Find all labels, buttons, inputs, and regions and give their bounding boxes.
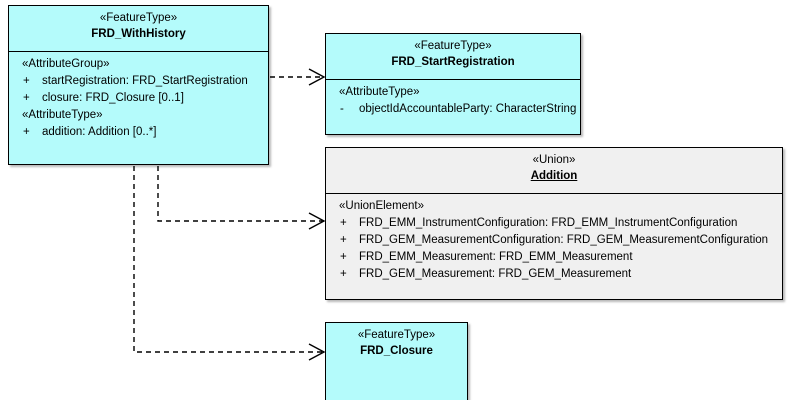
connector-line [157, 166, 324, 222]
attribute-text: startRegistration: FRD_StartRegistration [42, 75, 248, 87]
attribute-group-label: «AttributeGroup» [22, 58, 110, 70]
attribute-text: FRD_EMM_Measurement: FRD_EMM_Measurement [359, 251, 633, 263]
connector-withhistory-to-closure[interactable] [133, 166, 326, 361]
stereotype-label: «FeatureType» [357, 329, 436, 341]
class-body-frd-withhistory: «AttributeGroup» + startRegistration: FR… [9, 52, 268, 164]
connector-withhistory-to-addition[interactable] [157, 166, 326, 230]
visibility-marker: - [340, 103, 344, 115]
attribute-group-label: «AttributeType» [339, 86, 420, 98]
attribute-row[interactable]: + startRegistration: FRD_StartRegistrati… [9, 73, 268, 90]
class-box-frd-startregistration[interactable]: «FeatureType» FRD_StartRegistration «Att… [325, 33, 581, 135]
stereotype-label: «FeatureType» [99, 12, 178, 24]
attribute-row[interactable]: + FRD_EMM_InstrumentConfiguration: FRD_E… [326, 215, 782, 232]
stereotype-label: «Union» [532, 154, 576, 166]
class-name-label: FRD_Closure [360, 345, 433, 357]
visibility-marker: + [340, 217, 347, 229]
attribute-group-label: «AttributeType» [22, 109, 103, 121]
connector-line [133, 166, 324, 353]
attribute-text: objectIdAccountableParty: CharacterStrin… [359, 103, 577, 115]
class-box-addition[interactable]: «Union» Addition «UnionElement» + FRD_EM… [325, 147, 783, 300]
visibility-marker: + [23, 126, 30, 138]
class-header-frd-startregistration: «FeatureType» FRD_StartRegistration [326, 34, 580, 80]
visibility-marker: + [23, 92, 30, 104]
stereotype-label: «FeatureType» [414, 40, 492, 52]
attribute-row[interactable]: + closure: FRD_Closure [0..1] [9, 90, 268, 107]
open-arrowhead-icon [308, 68, 326, 86]
class-header-frd-closure: «FeatureType» FRD_Closure [326, 323, 467, 369]
class-name-label: FRD_StartRegistration [391, 56, 515, 68]
class-header-addition: «Union» Addition [326, 148, 782, 194]
visibility-marker: + [340, 268, 347, 280]
attribute-text: addition: Addition [0..*] [42, 126, 157, 138]
class-body-frd-startregistration: «AttributeType» - objectIdAccountablePar… [326, 80, 580, 134]
attribute-text: FRD_GEM_MeasurementConfiguration: FRD_GE… [359, 234, 769, 246]
visibility-marker: + [23, 75, 30, 87]
class-body-addition: «UnionElement» + FRD_EMM_InstrumentConfi… [326, 194, 782, 299]
class-header-frd-withhistory: «FeatureType» FRD_WithHistory [9, 6, 268, 52]
attribute-text: closure: FRD_Closure [0..1] [42, 92, 184, 104]
connector-withhistory-to-startregistration[interactable] [270, 68, 326, 86]
attribute-text: FRD_EMM_InstrumentConfiguration: FRD_EMM… [359, 217, 738, 229]
attribute-row[interactable]: + FRD_GEM_MeasurementConfiguration: FRD_… [326, 232, 782, 249]
class-box-frd-closure[interactable]: «FeatureType» FRD_Closure [325, 322, 468, 400]
class-name-label: Addition [530, 170, 578, 182]
open-arrowhead-icon [308, 212, 326, 230]
attribute-row[interactable]: + addition: Addition [0..*] [9, 124, 268, 141]
visibility-marker: + [340, 234, 347, 246]
attribute-row[interactable]: + FRD_GEM_Measurement: FRD_GEM_Measureme… [326, 266, 782, 283]
attribute-text: FRD_GEM_Measurement: FRD_GEM_Measurement [359, 268, 632, 280]
visibility-marker: + [340, 251, 347, 263]
union-element-label: «UnionElement» [339, 200, 425, 212]
open-arrowhead-icon [308, 343, 326, 361]
class-name-label: FRD_WithHistory [91, 28, 186, 40]
class-box-frd-withhistory[interactable]: «FeatureType» FRD_WithHistory «Attribute… [8, 5, 269, 165]
attribute-row[interactable]: + FRD_EMM_Measurement: FRD_EMM_Measureme… [326, 249, 782, 266]
attribute-row[interactable]: - objectIdAccountableParty: CharacterStr… [326, 101, 580, 118]
